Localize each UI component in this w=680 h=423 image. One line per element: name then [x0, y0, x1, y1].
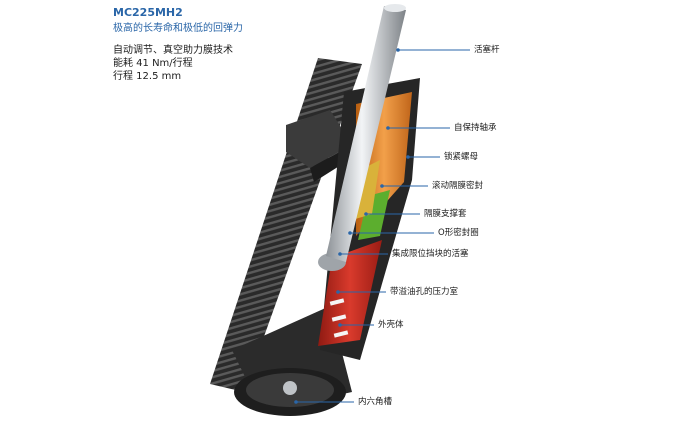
spec-item: 能耗 41 Nm/行程	[113, 58, 193, 69]
spec-item: 行程 12.5 mm	[113, 71, 182, 82]
callout-outer-body: 外壳体	[378, 320, 404, 330]
spec-item: 自动调节、真空助力膜技术	[113, 45, 233, 56]
callout-integrated-stop-piston: 集成限位挡块的活塞	[392, 249, 469, 259]
callout-o-ring: O形密封圈	[438, 228, 479, 238]
callout-rolling-diaphragm-seal: 滚动隔膜密封	[432, 181, 484, 191]
callout-diaphragm-support-sleeve: 隔膜支撑套	[424, 209, 467, 219]
callout-hex-socket: 内六角槽	[358, 397, 393, 407]
tagline: 极高的长寿命和极低的回弹力	[113, 23, 243, 34]
header: MC225MH2 极高的长寿命和极低的回弹力 自动调节、真空助力膜技术 能耗 4…	[113, 6, 333, 83]
piston-rod-shape	[326, 4, 406, 262]
model-title: MC225MH2	[113, 6, 183, 19]
callout-pressure-chamber: 带溢油孔的压力室	[390, 287, 459, 297]
callout-lines	[296, 49, 470, 403]
callout-lock-nut: 锁紧螺母	[444, 152, 479, 162]
callout-self-lubricating-bearing: 自保持轴承	[454, 123, 497, 133]
callout-piston-rod: 活塞杆	[474, 45, 500, 55]
callout-dots	[294, 48, 410, 404]
spec-list: 自动调节、真空助力膜技术 能耗 41 Nm/行程 行程 12.5 mm	[113, 44, 333, 83]
